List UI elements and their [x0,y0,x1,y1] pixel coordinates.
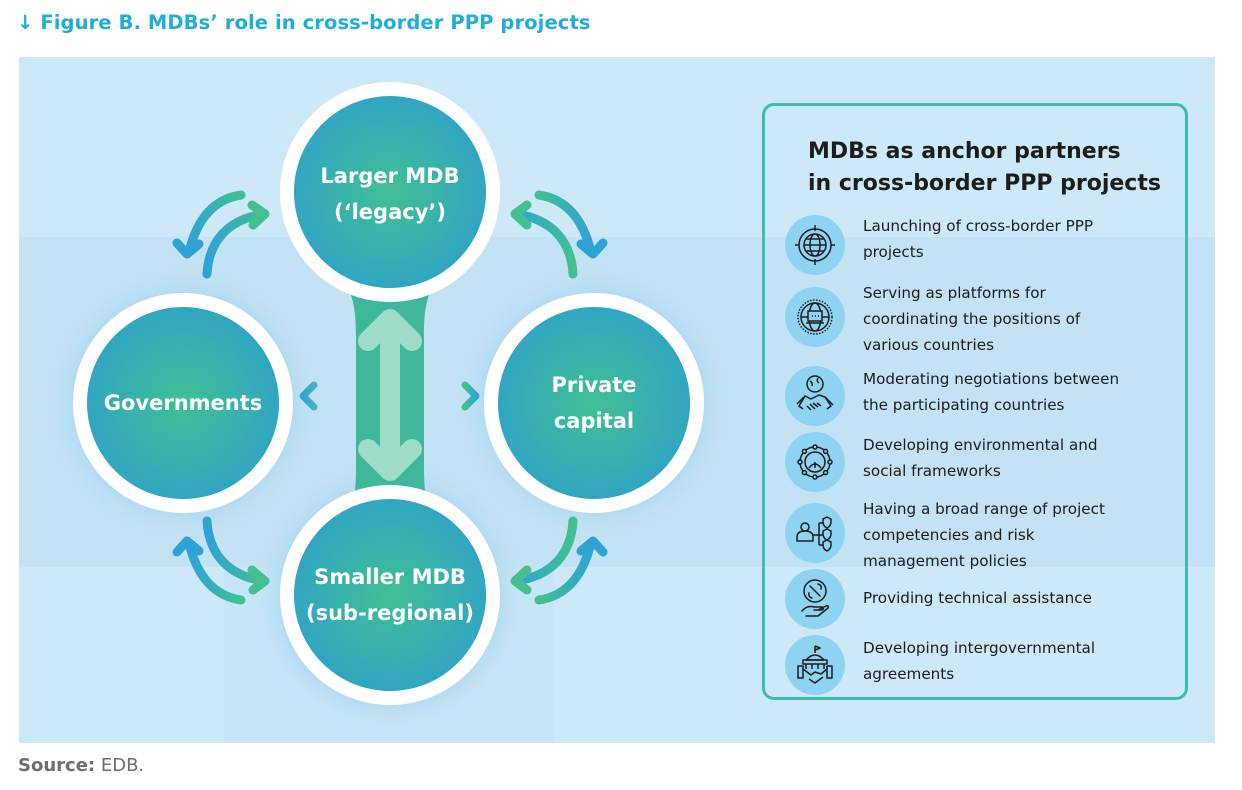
exchange-arrows-governments-smaller-mdb [172,516,270,605]
item-text: Developing intergovernmental agreements [863,635,1095,687]
smaller-mdb-label-line: (sub-regional) [306,601,474,625]
globe-crosshair-icon [785,215,845,275]
item-text-line: Developing intergovernmental [863,639,1096,657]
item-text-line: various countries [863,336,994,354]
larger-mdb-label: Larger MDB (‘legacy’) [320,158,459,230]
item-text-line: Providing technical assistance [863,589,1092,607]
wrench-hand-icon [785,569,845,629]
vertical-double-arrow [358,309,422,481]
box-title-line: in cross-border PPP projects [808,171,1161,196]
larger-mdb-label-line: (‘legacy’) [334,200,446,224]
item-text-line: Moderating negotiations between [863,370,1120,388]
item-text: Serving as platforms for coordinating th… [863,280,1080,358]
government-handshake-icon [785,635,845,695]
item-text-line: social frameworks [863,462,1001,480]
earth-leaf-network-icon [785,432,845,492]
item-text-line: management policies [863,552,1027,570]
item-text-line: Serving as platforms for [863,284,1046,302]
item-text-line: the participating countries [863,396,1065,414]
source-text: EDB. [95,755,145,776]
smaller-mdb-label: Smaller MDB (sub-regional) [306,559,474,631]
item-text-line: agreements [863,665,955,683]
source-label: Source: [18,755,96,776]
item-text: Moderating negotiations between the part… [863,366,1119,418]
anchor-partners-box: MDBs as anchor partners in cross-border … [762,103,1188,700]
exchange-arrows-governments-larger-mdb [172,190,270,279]
item-text: Having a broad range of project competen… [863,496,1105,574]
figure-title: ↓ Figure B. MDBs’ role in cross-border P… [17,11,591,34]
box-title-line: MDBs as anchor partners [808,139,1121,164]
item-text-line: Having a broad range of project [863,500,1105,518]
figure-panel: Larger MDB (‘legacy’) Governments Privat… [19,57,1215,743]
figure-title-text: Figure B. MDBs’ role in cross-border PPP… [40,11,591,34]
governments-node[interactable] [87,307,279,499]
arrow-to-private-capital [427,381,480,411]
larger-mdb-node[interactable] [294,96,486,288]
box-title: MDBs as anchor partners in cross-border … [808,136,1161,200]
exchange-arrows-private-capital-smaller-mdb [510,516,608,605]
item-text-line: coordinating the positions of [863,310,1081,328]
exchange-arrows-larger-mdb-private-capital [510,190,608,279]
down-arrow-icon: ↓ [17,11,34,34]
smaller-mdb-node[interactable] [294,499,486,691]
private-capital-label-line: Private [551,373,637,397]
item-text: Launching of cross-border PPP projects [863,213,1093,265]
larger-mdb-label-line: Larger MDB [320,164,460,188]
governments-label-line: Governments [103,391,263,415]
governments-label: Governments [104,385,263,421]
private-capital-label: Private capital [551,367,636,439]
private-capital-label-line: capital [553,409,635,433]
item-text-line: projects [863,243,924,261]
source-note: Source: EDB. [18,755,144,776]
globe-laptop-icon [785,287,845,347]
smaller-mdb-label-line: Smaller MDB [314,565,466,589]
item-text-line: competencies and risk [863,526,1035,544]
globe-handshake-icon [785,366,845,426]
item-text: Developing environmental and social fram… [863,432,1098,484]
item-text-line: Developing environmental and [863,436,1098,454]
item-text-line: Launching of cross-border PPP [863,217,1094,235]
diagram-svg [43,82,734,735]
private-capital-node[interactable] [498,307,690,499]
arrow-to-governments [299,381,351,411]
person-shield-hierarchy-icon [785,503,845,563]
item-text: Providing technical assistance [863,585,1092,611]
